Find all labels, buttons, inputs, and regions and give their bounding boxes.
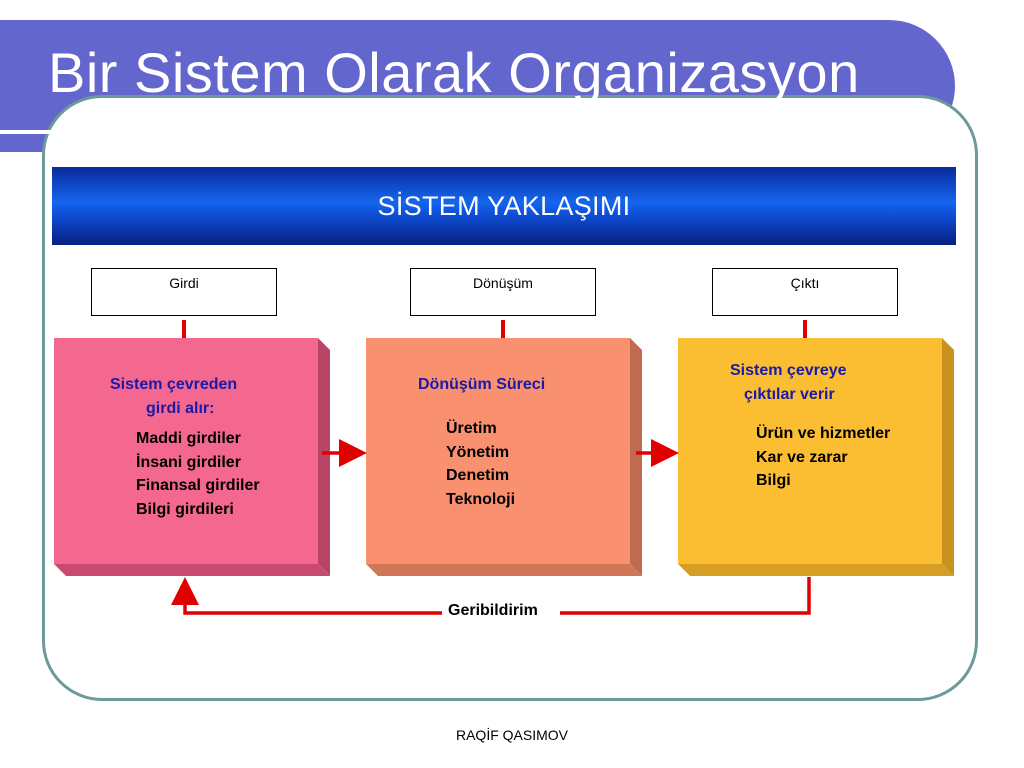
- label-box-input: Girdi: [91, 268, 277, 316]
- page-title: Bir Sistem Olarak Organizasyon: [48, 41, 860, 104]
- transformation-item-list: Üretim Yönetim Denetim Teknoloji: [446, 417, 515, 511]
- label-box-output: Çıktı: [712, 268, 898, 316]
- transformation-block-face: [366, 338, 630, 564]
- title-underline: [0, 130, 905, 134]
- footer-author: RAQİF QASIMOV: [455, 727, 568, 743]
- list-item: Ürün ve hizmetler: [756, 425, 891, 442]
- input-block-face: [54, 338, 318, 564]
- list-item: Üretim: [446, 420, 497, 437]
- banner-text: SİSTEM YAKLAŞIMI: [377, 190, 631, 221]
- feedback-loop-return: [171, 577, 442, 615]
- label-box-transformation: Dönüşüm: [410, 268, 596, 316]
- input-item-list: Maddi girdiler İnsani girdiler Finansal …: [136, 427, 260, 521]
- transformation-block-side: [630, 338, 642, 576]
- list-item: Maddi girdiler: [136, 430, 241, 447]
- list-item: İnsani girdiler: [136, 453, 241, 471]
- input-block: Sistem çevreden girdi alır: Maddi girdil…: [54, 338, 330, 576]
- output-block-face: [678, 338, 942, 564]
- feedback-loop-line: [560, 577, 811, 615]
- stem-output: [803, 320, 807, 338]
- input-block-bottom: [54, 564, 330, 576]
- input-heading-line-2: girdi alır:: [146, 400, 215, 417]
- input-block-side: [318, 338, 330, 576]
- list-item: Denetim: [446, 467, 510, 484]
- stem-transformation: [501, 320, 505, 338]
- system-approach-banner: SİSTEM YAKLAŞIMI: [52, 167, 956, 245]
- stem-input: [182, 320, 186, 338]
- list-item: Teknoloji: [446, 490, 516, 508]
- feedback-label: Geribildirim: [448, 602, 538, 619]
- transformation-block: Dönüşüm Süreci Üretim Yönetim Denetim Te…: [366, 338, 642, 576]
- transformation-block-bottom: [366, 564, 642, 576]
- output-heading-line-2: çıktılar verir: [744, 386, 835, 403]
- list-item: Kar ve zarar: [756, 448, 848, 466]
- list-item: Bilgi: [756, 472, 791, 489]
- transformation-heading: Dönüşüm Süreci: [418, 376, 546, 393]
- list-item: Bilgi girdileri: [136, 500, 234, 518]
- output-block-bottom: [678, 564, 954, 576]
- input-heading-line-1: Sistem çevreden: [110, 376, 238, 393]
- output-item-list: Ürün ve hizmetler Kar ve zarar Bilgi: [756, 422, 890, 493]
- output-block: Sistem çevreye çıktılar verir Ürün ve hi…: [678, 338, 954, 576]
- output-heading-line-1: Sistem çevreye: [730, 362, 847, 379]
- list-item: Yönetim: [446, 443, 510, 461]
- output-block-side: [942, 338, 954, 576]
- list-item: Finansal girdiler: [136, 477, 260, 494]
